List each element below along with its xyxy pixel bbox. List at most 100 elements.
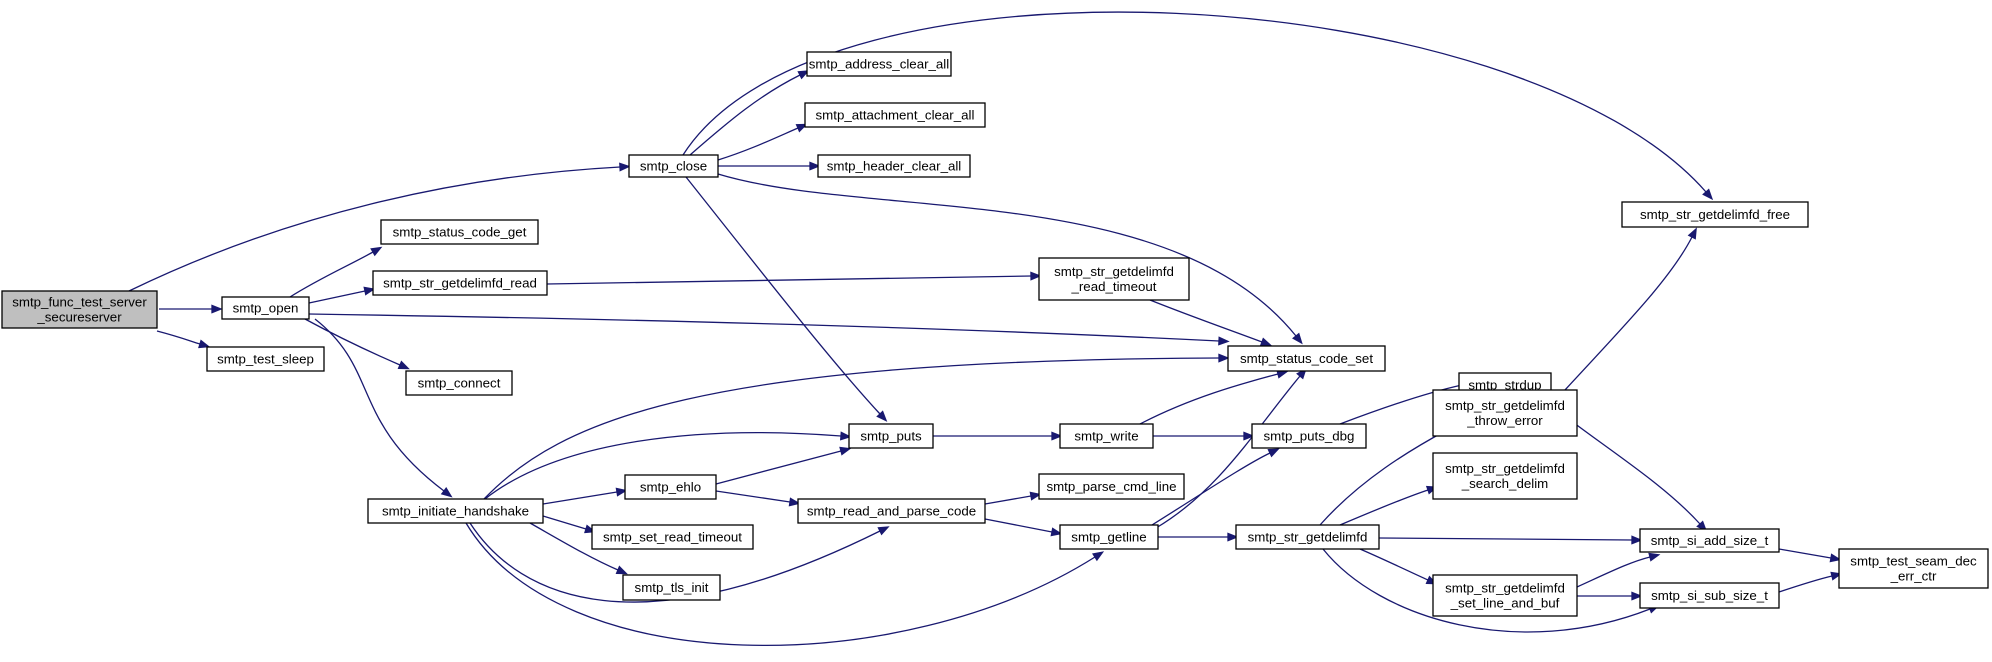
edge-line bbox=[715, 450, 842, 485]
node-box bbox=[206, 346, 325, 372]
node-str-getdelimfd[interactable]: smtp_str_getdelimfd bbox=[1235, 524, 1380, 550]
edge-open-to-status_code_get bbox=[289, 246, 383, 298]
arrowhead-icon bbox=[1631, 591, 1643, 601]
node-throw-error[interactable]: smtp_str_getdelimfd_throw_error bbox=[1432, 389, 1578, 437]
arrowhead-icon bbox=[839, 446, 852, 456]
arrowhead-icon bbox=[1092, 551, 1105, 562]
edge-line bbox=[1378, 537, 1633, 541]
edge-initiate_handshake-to-status_code_set bbox=[483, 353, 1230, 500]
node-address-clear-all[interactable]: smtp_address_clear_all bbox=[806, 51, 952, 77]
node-label: _search_delim bbox=[1461, 476, 1548, 491]
node-write[interactable]: smtp_write bbox=[1059, 423, 1154, 449]
edge-getline-to-str_getdelimfd bbox=[1158, 532, 1239, 542]
node-open[interactable]: smtp_open bbox=[221, 296, 310, 320]
node-label: smtp_str_getdelimfd bbox=[1445, 581, 1565, 596]
node-root[interactable]: smtp_func_test_server_secureserver bbox=[1, 290, 158, 329]
node-label: smtp_str_getdelimfd bbox=[1248, 530, 1368, 545]
edge-read_and_parse_code-to-getline bbox=[984, 518, 1063, 537]
node-label: smtp_test_seam_dec bbox=[1850, 554, 1977, 569]
node-label: smtp_connect bbox=[418, 376, 501, 391]
node-si-add-size-t[interactable]: smtp_si_add_size_t bbox=[1639, 528, 1780, 553]
node-initiate-handshake[interactable]: smtp_initiate_handshake bbox=[367, 498, 544, 524]
edge-line bbox=[1339, 489, 1429, 526]
node-set-line-and-buf[interactable]: smtp_str_getdelimfd_set_line_and_buf bbox=[1432, 574, 1578, 617]
edge-line bbox=[289, 251, 374, 298]
node-box bbox=[1639, 582, 1780, 609]
edge-close-to-getdelimfd_free bbox=[682, 11, 1714, 201]
node-puts-dbg[interactable]: smtp_puts_dbg bbox=[1251, 423, 1367, 449]
edge-line bbox=[685, 176, 881, 415]
node-label: smtp_str_getdelimfd bbox=[1054, 264, 1174, 279]
edge-ehlo-to-read_and_parse_code bbox=[715, 490, 801, 507]
node-str-getdelimfd-read[interactable]: smtp_str_getdelimfd_read bbox=[372, 270, 548, 296]
edge-line bbox=[484, 432, 842, 500]
node-status-code-set[interactable]: smtp_status_code_set bbox=[1227, 345, 1386, 372]
node-box bbox=[1059, 524, 1159, 550]
node-label: smtp_str_getdelimfd_read bbox=[383, 276, 537, 291]
node-box bbox=[806, 51, 952, 77]
node-label: smtp_open bbox=[233, 301, 299, 316]
node-status-code-get[interactable]: smtp_status_code_get bbox=[380, 219, 539, 245]
arrowhead-icon bbox=[1243, 431, 1255, 441]
edge-throw_error-to-getdelimfd_free bbox=[1564, 227, 1697, 391]
arrowhead-icon bbox=[797, 70, 810, 80]
node-box bbox=[1838, 548, 1989, 589]
node-box bbox=[804, 102, 986, 128]
node-label: smtp_puts_dbg bbox=[1264, 429, 1355, 444]
node-si-sub-size-t[interactable]: smtp_si_sub_size_t bbox=[1639, 582, 1780, 609]
node-parse-cmd-line[interactable]: smtp_parse_cmd_line bbox=[1038, 473, 1185, 500]
arrowhead-icon bbox=[1051, 431, 1063, 441]
edge-line bbox=[529, 522, 619, 571]
arrowhead-icon bbox=[198, 339, 211, 349]
edge-line bbox=[1359, 548, 1429, 581]
edge-line bbox=[546, 275, 1032, 285]
node-getline[interactable]: smtp_getline bbox=[1059, 524, 1159, 550]
arrowhead-icon bbox=[1702, 188, 1714, 201]
node-label: _read_timeout bbox=[1070, 279, 1156, 294]
arrowhead-icon bbox=[809, 161, 821, 171]
node-search-delim[interactable]: smtp_str_getdelimfd_search_delim bbox=[1432, 452, 1578, 500]
node-read-and-parse-code[interactable]: smtp_read_and_parse_code bbox=[797, 498, 986, 524]
edge-line bbox=[304, 318, 401, 366]
node-box bbox=[1621, 201, 1809, 228]
node-connect[interactable]: smtp_connect bbox=[405, 370, 513, 396]
node-label: smtp_read_and_parse_code bbox=[807, 504, 976, 519]
node-box bbox=[367, 498, 544, 524]
node-set-read-timeout[interactable]: smtp_set_read_timeout bbox=[591, 524, 754, 550]
edge-line bbox=[1576, 556, 1651, 588]
node-label: smtp_initiate_handshake bbox=[382, 504, 529, 519]
node-label: smtp_test_sleep bbox=[217, 352, 314, 367]
node-test-seam-dec-err-ctr[interactable]: smtp_test_seam_dec_err_ctr bbox=[1838, 548, 1989, 589]
node-header-clear-all[interactable]: smtp_header_clear_all bbox=[817, 154, 971, 178]
node-close[interactable]: smtp_close bbox=[628, 154, 719, 178]
node-test-sleep[interactable]: smtp_test_sleep bbox=[206, 346, 325, 372]
node-getdelimfd-free[interactable]: smtp_str_getdelimfd_free bbox=[1621, 201, 1809, 228]
edge-line bbox=[1149, 299, 1263, 343]
arrowhead-icon bbox=[877, 526, 890, 536]
edge-close-to-header_clear_all bbox=[718, 161, 821, 171]
node-attachment-clear-all[interactable]: smtp_attachment_clear_all bbox=[804, 102, 986, 128]
node-box bbox=[1639, 528, 1780, 553]
node-puts[interactable]: smtp_puts bbox=[848, 423, 934, 449]
edge-line bbox=[1778, 548, 1832, 559]
arrowhead-icon bbox=[1631, 535, 1643, 545]
edge-si_add_size_t-to-test_seam_dec_err_ctr bbox=[1778, 548, 1842, 563]
edge-line bbox=[465, 522, 1096, 647]
node-box bbox=[1038, 473, 1185, 500]
node-box bbox=[1251, 423, 1367, 449]
node-ehlo[interactable]: smtp_ehlo bbox=[624, 474, 717, 500]
arrowhead-icon bbox=[839, 431, 852, 441]
edge-line bbox=[1151, 452, 1271, 526]
edge-line bbox=[1322, 548, 1651, 633]
edge-str_getdelimfd_read-to-read_timeout bbox=[546, 271, 1042, 285]
node-read-timeout[interactable]: smtp_str_getdelimfd_read_timeout bbox=[1038, 257, 1190, 301]
node-box bbox=[624, 474, 717, 500]
node-tls-init[interactable]: smtp_tls_init bbox=[622, 574, 721, 601]
node-label: smtp_set_read_timeout bbox=[603, 530, 742, 545]
edge-line bbox=[156, 330, 201, 345]
edge-root-to-close bbox=[128, 162, 631, 292]
arrowhead-icon bbox=[615, 565, 628, 575]
node-label: smtp_str_getdelimfd bbox=[1445, 398, 1565, 413]
edge-line bbox=[1778, 575, 1833, 593]
